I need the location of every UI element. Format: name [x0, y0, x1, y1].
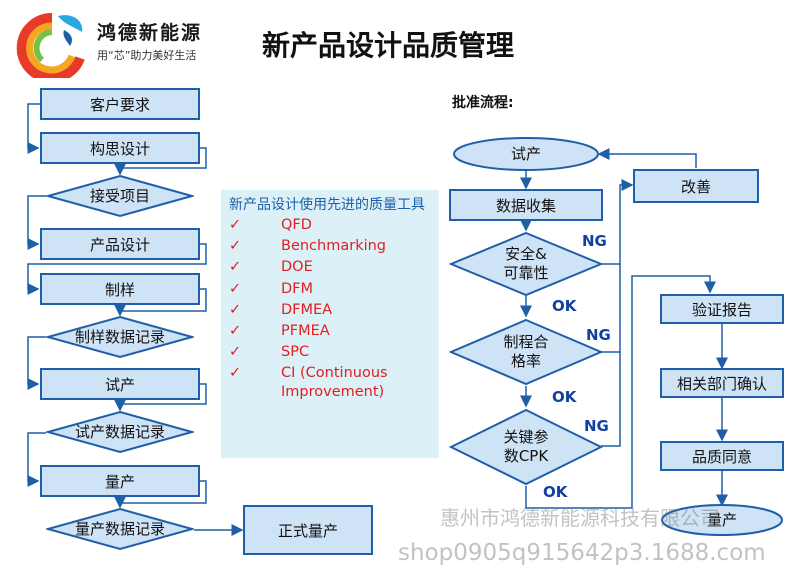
page-title: 新产品设计品质管理 — [262, 29, 515, 62]
check-icon: ✓ — [229, 365, 242, 382]
process-yield-diamond — [449, 318, 603, 386]
tool-name: QFD — [281, 217, 312, 234]
tool-item: ✓ SPC — [229, 343, 431, 362]
ok-tag-yield: OK — [552, 388, 577, 406]
quality-tools-panel: 新产品设计使用先进的质量工具 ✓ QFD ✓ Benchmarking ✓ DOE ✓ DFM… — [221, 190, 439, 458]
tool-name: DOE — [281, 259, 313, 276]
ng-tag-safety: NG — [582, 232, 607, 250]
tool-name: CI (Continuous Improvement) — [281, 365, 388, 401]
trial-record-label: 试产数据记录 — [74, 422, 165, 441]
ok-tag-safety: OK — [552, 297, 577, 315]
data-collection-box: 数据收集 — [449, 189, 603, 221]
improve-box: 改善 — [633, 169, 759, 203]
check-icon: ✓ — [229, 280, 242, 297]
sample-record-diamond — [46, 315, 194, 359]
check-icon: ✓ — [229, 322, 242, 339]
accept-project-diamond — [46, 174, 194, 218]
tool-item: ✓ DOE — [229, 258, 431, 277]
mass-production-label: 量产 — [706, 510, 737, 529]
tools-list: ✓ QFD ✓ Benchmarking ✓ DOE ✓ DFM ✓ DFMEA ✓ PFMEA ✓ SP… — [229, 216, 431, 402]
mass-production-box: 量产 — [40, 465, 200, 497]
safety-label: 安全& 可靠性 — [503, 245, 549, 282]
accept-project-label: 接受项目 — [89, 186, 150, 205]
logo-mark — [16, 12, 85, 78]
tool-item: ✓ Benchmarking — [229, 237, 431, 256]
check-icon: ✓ — [229, 217, 242, 234]
check-icon: ✓ — [229, 343, 242, 360]
sample-making-box: 制样 — [40, 273, 200, 305]
tools-heading: 新产品设计使用先进的质量工具 — [229, 197, 425, 213]
watermark-company: 惠州市鸿德新能源科技有限公司 — [440, 506, 720, 530]
ng-tag-yield: NG — [586, 326, 611, 344]
tool-item: ✓ DFMEA — [229, 301, 431, 320]
mass-production-ellipse — [661, 504, 783, 536]
tool-name: DFM — [281, 280, 314, 297]
mass-record-diamond — [46, 507, 194, 551]
ng-tag-cpk: NG — [584, 417, 609, 435]
tool-item: ✓ QFD — [229, 216, 431, 235]
brand-slogan: 用“芯”助力美好生活 — [97, 49, 197, 62]
formal-mass-production-box: 正式量产 — [243, 505, 373, 555]
tool-name: SPC — [281, 343, 310, 360]
tool-item: ✓ DFM — [229, 280, 431, 299]
tool-name: PFMEA — [281, 322, 330, 339]
customer-requirement-box: 客户要求 — [40, 88, 200, 120]
trial-record-diamond — [46, 410, 194, 454]
concept-design-box: 构思设计 — [40, 132, 200, 164]
tool-name: DFMEA — [281, 301, 333, 318]
verification-report-box: 验证报告 — [660, 294, 784, 324]
mass-record-label: 量产数据记录 — [74, 519, 165, 538]
key-cpk-label: 关键参 数CPK — [503, 428, 549, 465]
trial-label: 试产 — [510, 144, 541, 163]
check-icon: ✓ — [229, 301, 242, 318]
safety-diamond — [449, 231, 603, 297]
product-design-box: 产品设计 — [40, 228, 200, 260]
check-icon: ✓ — [229, 259, 242, 276]
trial-ellipse — [453, 137, 599, 171]
brand-name: 鸿德新能源 — [97, 22, 203, 44]
tool-item: ✓ CI (Continuous Improvement) — [229, 364, 431, 402]
approval-flow-heading: 批准流程: — [452, 95, 514, 111]
key-cpk-diamond — [449, 408, 603, 486]
tool-name: Benchmarking — [281, 238, 387, 255]
sample-record-label: 制样数据记录 — [74, 327, 165, 346]
ok-tag-cpk: OK — [543, 483, 568, 501]
process-yield-label: 制程合 格率 — [503, 333, 549, 370]
dept-confirm-box: 相关部门确认 — [660, 368, 784, 398]
check-icon: ✓ — [229, 238, 242, 255]
trial-production-box: 试产 — [40, 368, 200, 400]
watermark-url: shop0905q915642p3.1688.com — [398, 540, 766, 566]
tool-item: ✓ PFMEA — [229, 322, 431, 341]
quality-approval-box: 品质同意 — [660, 441, 784, 471]
